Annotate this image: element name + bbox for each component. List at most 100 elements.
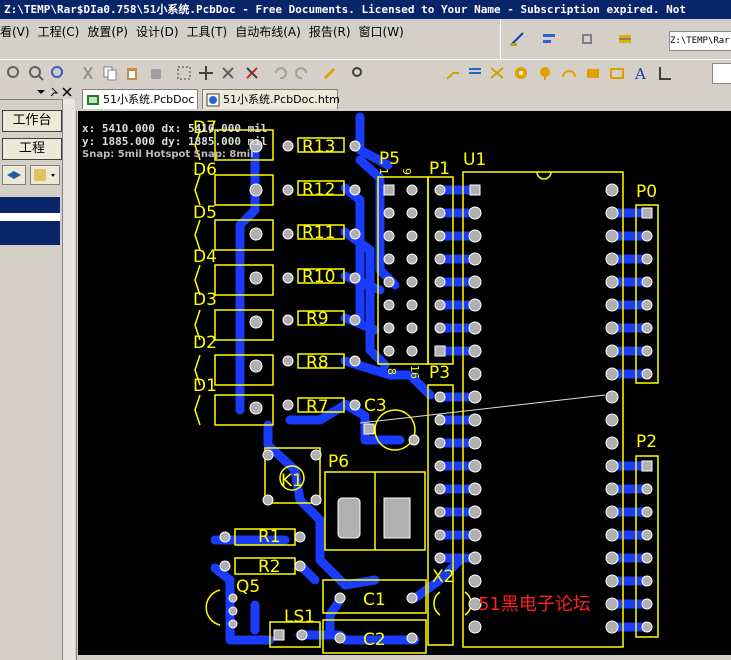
label-x2: X2	[432, 567, 454, 587]
coord-x: x: 5410.000 dx: 5410.000 mil	[82, 122, 268, 135]
copy-icon[interactable]	[102, 65, 118, 81]
layer-field[interactable]	[712, 63, 731, 84]
deselect-icon[interactable]	[220, 65, 236, 81]
label-ls1: LS1	[284, 607, 315, 627]
label-u1: U1	[463, 150, 486, 170]
label-c3: C3	[364, 396, 387, 416]
label-d7: D7	[193, 118, 217, 138]
panel-scrollbar[interactable]	[62, 99, 75, 660]
clear-icon[interactable]	[244, 65, 260, 81]
label-c2: C2	[363, 630, 386, 650]
designators: D7 D6 D5 D4 D3 D2 D1 R13 R12 R11 R10 R9 …	[193, 118, 657, 650]
tree-item[interactable]	[0, 213, 60, 221]
via-icon[interactable]	[537, 65, 553, 81]
workspace-button[interactable]: 工作台	[2, 110, 62, 132]
layers-button[interactable]	[2, 165, 26, 185]
menu-place[interactable]: 放置(P)	[87, 24, 128, 39]
documents-button[interactable]	[30, 165, 60, 185]
menu-view[interactable]: 看(V)	[0, 24, 30, 39]
label-q5: Q5	[236, 577, 260, 597]
label-d4: D4	[193, 247, 217, 267]
chevron-down-icon[interactable]	[36, 87, 46, 97]
title-bar: Z:\TEMP\Rar$DIa0.758\51小系统.PcbDoc - Free…	[0, 0, 731, 19]
label-k1: K1	[281, 471, 303, 491]
status-bar	[78, 655, 731, 660]
label-p2: P2	[636, 432, 657, 452]
cut-icon[interactable]	[80, 65, 96, 81]
label-d5: D5	[193, 203, 217, 223]
move-icon[interactable]	[198, 65, 214, 81]
pin-label-1: 1	[377, 168, 390, 175]
string-icon[interactable]: A	[633, 65, 649, 81]
menu-design[interactable]: 设计(D)	[135, 24, 179, 39]
snap-info: Snap: 5mil Hotspot Snap: 8mil	[82, 149, 254, 160]
label-r9: R9	[306, 309, 329, 329]
panel-header	[0, 85, 76, 100]
project-button[interactable]: 工程	[2, 138, 62, 160]
html-file-icon	[206, 93, 220, 107]
silkscreen	[194, 129, 659, 654]
paste-icon[interactable]	[124, 65, 140, 81]
label-d2: D2	[193, 333, 217, 353]
zoom-select-icon[interactable]	[50, 65, 66, 81]
select-area-icon[interactable]	[176, 65, 192, 81]
tab-pcbdoc[interactable]: 51小系统.PcbDoc	[82, 89, 198, 109]
label-d6: D6	[193, 160, 217, 180]
pin-label-8: 8	[385, 368, 398, 375]
polygon-icon[interactable]	[609, 65, 625, 81]
document-tabs: 51小系统.PcbDoc 51小系统.PcbDoc.htm	[76, 85, 731, 111]
workspace-panel: 工作台 工程	[0, 85, 77, 660]
route-icon[interactable]	[445, 65, 461, 81]
tree-item-selected-2[interactable]	[0, 221, 60, 245]
diff-pair-icon[interactable]	[467, 65, 483, 81]
component-icon[interactable]	[579, 31, 595, 47]
pcb-board[interactable]: D7 D6 D5 D4 D3 D2 D1 R13 R12 R11 R10 R9 …	[78, 111, 731, 655]
menu-window[interactable]: 窗口(W)	[358, 24, 404, 39]
label-r1: R1	[258, 527, 281, 547]
label-r11: R11	[302, 223, 335, 243]
menu-bar: 看(V) 工程(C) 放置(P) 设计(D) 工具(T) 自动布线(A) 报告(…	[0, 19, 500, 43]
documents-icon	[34, 169, 55, 181]
pad-icon[interactable]	[513, 65, 529, 81]
arc-icon[interactable]	[561, 65, 577, 81]
label-d3: D3	[193, 290, 217, 310]
label-r13: R13	[302, 137, 335, 157]
browse-icon[interactable]	[350, 65, 366, 81]
tab-htm[interactable]: 51小系统.PcbDoc.htm	[202, 89, 340, 109]
menu-autoroute[interactable]: 自动布线(A)	[235, 24, 301, 39]
svg-text:A: A	[634, 65, 646, 81]
grid-icon[interactable]	[617, 31, 633, 47]
menu-tools[interactable]: 工具(T)	[186, 24, 228, 39]
label-d1: D1	[193, 376, 217, 396]
menu-project[interactable]: 工程(C)	[37, 24, 80, 39]
label-r12: R12	[302, 180, 335, 200]
measure-icon[interactable]	[509, 31, 525, 47]
pads	[219, 139, 653, 644]
label-p3: P3	[429, 363, 450, 383]
label-p1: P1	[429, 159, 450, 179]
zoom-fit-icon[interactable]	[6, 65, 22, 81]
fill-icon[interactable]	[585, 65, 601, 81]
label-r8: R8	[306, 353, 329, 373]
path-field[interactable]: Z:\TEMP\Rar	[669, 31, 731, 51]
undo-icon[interactable]	[272, 65, 288, 81]
label-r2: R2	[258, 557, 281, 577]
multi-route-icon[interactable]	[489, 65, 505, 81]
menu-reports[interactable]: 报告(R)	[308, 24, 351, 39]
label-p0: P0	[636, 182, 657, 202]
toolbar-right: Z:\TEMP\Rar	[500, 19, 731, 59]
label-r10: R10	[302, 267, 335, 287]
tree-item-selected[interactable]	[0, 197, 60, 213]
align-icon[interactable]	[541, 31, 557, 47]
coord-y: y: 1885.000 dy: 1885.000 mil	[82, 135, 268, 148]
pin-icon[interactable]	[49, 87, 59, 97]
layers-icon	[7, 171, 21, 179]
rubber-stamp-icon[interactable]	[148, 65, 164, 81]
close-icon[interactable]	[62, 87, 72, 97]
coordinate-icon[interactable]	[657, 65, 673, 81]
zoom-area-icon[interactable]	[28, 65, 44, 81]
watermark: 51黑电子论坛	[478, 594, 591, 615]
highlight-icon[interactable]	[322, 65, 338, 81]
redo-icon[interactable]	[294, 65, 310, 81]
pcb-canvas[interactable]: D7 D6 D5 D4 D3 D2 D1 R13 R12 R11 R10 R9 …	[78, 111, 731, 655]
